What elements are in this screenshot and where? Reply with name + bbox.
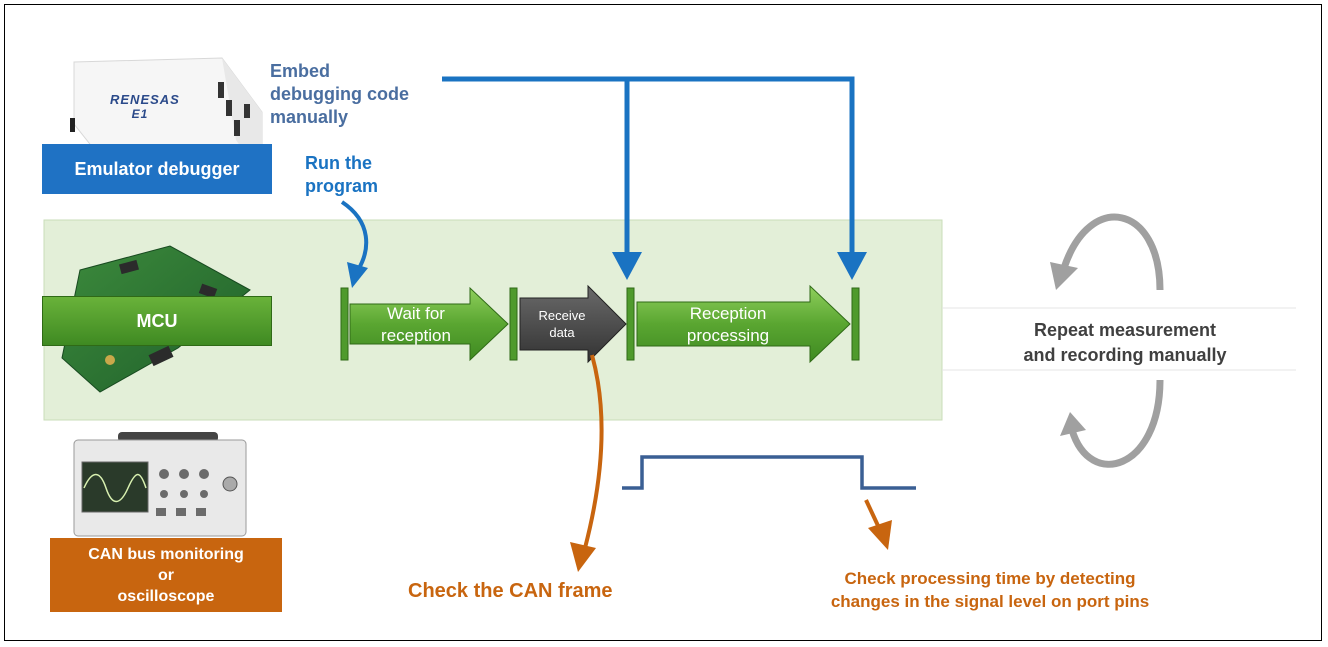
step-processing-line2: processing <box>686 326 770 345</box>
emulator-brand-logo: RENESAS E1 <box>110 92 180 121</box>
check-time-arrowhead <box>868 520 892 550</box>
port-signal-waveform <box>622 455 916 490</box>
repeat-line2: and recording manually <box>1023 345 1227 365</box>
check-frame-annotation: Check the CAN frame <box>408 580 613 602</box>
step-processing-arrow <box>636 284 851 364</box>
repeat-cycle-bottom-head <box>1060 412 1086 436</box>
mcu-label: MCU <box>136 310 178 331</box>
emulator-model-text: E1 <box>131 107 149 121</box>
emulator-debugger-label: Emulator debugger <box>74 158 240 179</box>
repeat-annotation: Repeat measurement and recording manuall… <box>985 318 1265 368</box>
step-receive-line2: data <box>549 325 575 340</box>
embed-code-annotation: Embed debugging code manually <box>270 60 409 129</box>
step-wait-text: Wait for reception <box>356 303 476 347</box>
check-frame-arrowhead <box>570 542 596 572</box>
check-frame-arrow <box>583 354 604 549</box>
run-program-annotation: Run the program <box>305 152 378 198</box>
can-monitor-box: CAN bus monitoring or oscilloscope <box>50 538 282 612</box>
step-wait-line1: Wait for <box>387 304 445 323</box>
arrow-head-debug-1 <box>612 252 642 280</box>
can-monitor-line1: CAN bus monitoring <box>88 545 244 563</box>
run-line1: Run the <box>305 153 372 173</box>
can-monitor-line2: or <box>158 566 174 584</box>
emulator-brand-text: RENESAS <box>110 92 180 107</box>
mcu-box: MCU <box>42 296 272 346</box>
oscilloscope-image <box>73 432 247 537</box>
repeat-cycle-top-head <box>1050 262 1078 290</box>
embed-line2: debugging code <box>270 84 409 104</box>
step-receive-arrow <box>519 284 627 364</box>
check-time-annotation: Check processing time by detecting chang… <box>770 567 1210 613</box>
embed-line3: manually <box>270 107 349 127</box>
step-receive-line1: Receive <box>538 308 586 323</box>
step-processing-line1: Reception <box>689 304 767 323</box>
run-line2: program <box>305 176 379 196</box>
step-receive-text: Receive data <box>522 307 602 341</box>
emulator-debugger-box: Emulator debugger <box>42 144 272 194</box>
repeat-cycle-top <box>1060 213 1164 291</box>
step-wait-line2: reception <box>381 326 451 345</box>
embed-line1: Embed <box>270 61 331 81</box>
step-wait-arrow <box>349 286 509 362</box>
check-time-line2: changes in the signal level on port pins <box>830 592 1150 611</box>
run-program-arrow <box>340 200 369 272</box>
check-time-line1: Check processing time by detecting <box>844 569 1136 588</box>
stage-markers <box>340 287 860 361</box>
step-processing-text: Reception processing <box>648 303 808 347</box>
repeat-line1: Repeat measurement <box>1033 320 1217 340</box>
embed-code-arrows <box>442 76 855 260</box>
run-program-arrowhead <box>347 262 368 288</box>
repeat-cycle-bottom <box>1068 379 1164 468</box>
arrow-head-debug-2 <box>837 252 867 280</box>
diagram-frame <box>4 4 1322 641</box>
can-monitor-line3: oscilloscope <box>117 587 215 605</box>
